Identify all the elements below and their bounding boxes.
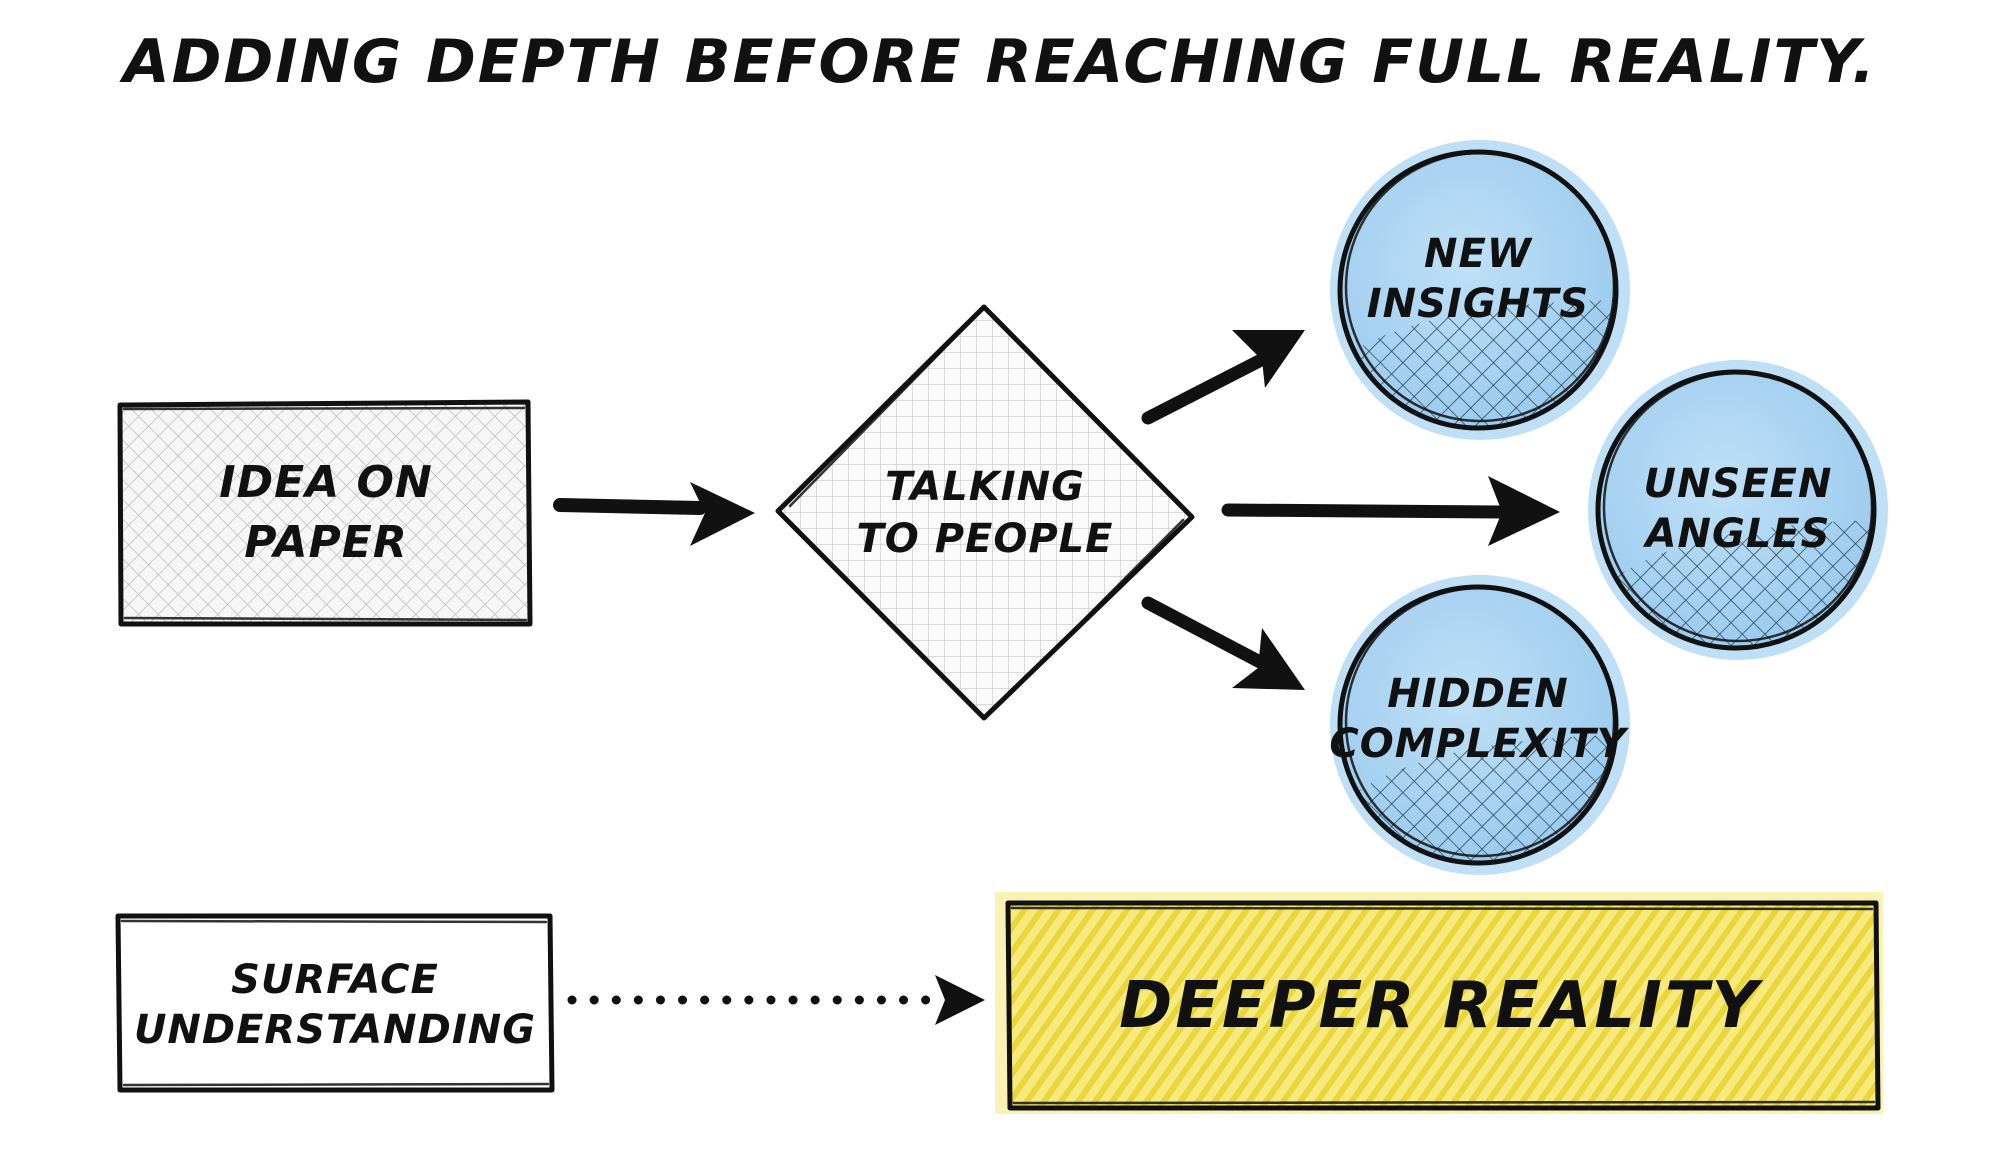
idea-label-line1: Idea on (219, 457, 433, 508)
arrow-talking-to-complexity (1141, 596, 1305, 690)
insights-label-line1: New (1424, 231, 1533, 277)
node-new-insights: New insights (1330, 140, 1630, 440)
arrow-idea-to-talking (553, 482, 755, 546)
arrow-talking-to-angles (1221, 476, 1560, 546)
talking-label-line1: Talking (885, 464, 1085, 510)
diagram-title: Adding depth before reaching full realit… (119, 27, 1876, 97)
talking-label-line2: to people (857, 516, 1114, 562)
node-talking-to-people: Talking to people (775, 304, 1195, 721)
node-deeper-reality: Deeper reality (995, 892, 1883, 1114)
arrow-talking-to-insights (1141, 330, 1305, 425)
complexity-label-line2: complexity (1329, 721, 1629, 767)
deeper-label: Deeper reality (1119, 969, 1764, 1043)
node-hidden-complexity: Hidden complexity (1329, 575, 1630, 875)
node-surface-understanding: Surface understanding (115, 913, 555, 1093)
insights-label-line2: insights (1367, 281, 1589, 327)
angles-label-line2: angles (1643, 511, 1831, 557)
idea-label-line2: paper (244, 517, 407, 568)
arrow-surface-to-deeper (567, 975, 985, 1025)
node-unseen-angles: Unseen angles (1588, 360, 1888, 660)
complexity-label-line1: Hidden (1387, 671, 1569, 717)
surface-label-line2: understanding (134, 1007, 536, 1053)
node-idea-on-paper: Idea on paper (117, 399, 533, 627)
surface-label-line1: Surface (231, 957, 439, 1003)
angles-label-line1: Unseen (1644, 461, 1833, 507)
